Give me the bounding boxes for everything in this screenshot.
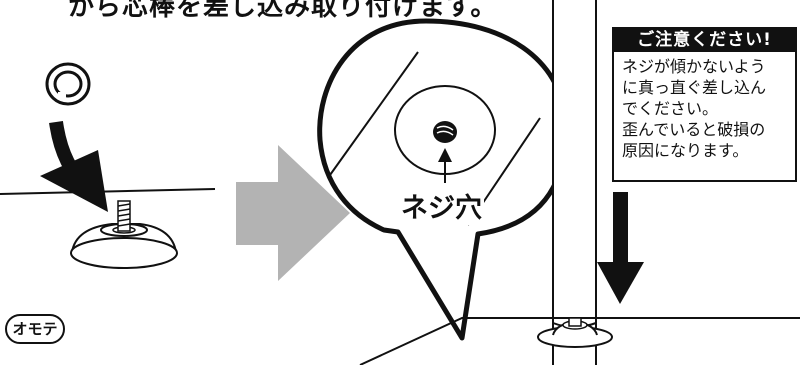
curved-arrow-icon (40, 120, 108, 212)
caution-line: に真っ直ぐ差し込ん (622, 78, 767, 97)
caution-line: 歪んでいると破損の (622, 120, 766, 139)
foot-cup-installed (537, 317, 613, 348)
magnified-callout (317, 18, 568, 341)
insert-down-arrow-icon (597, 192, 644, 304)
caution-line: 原因になります。 (622, 141, 749, 160)
caution-body: ネジが傾かないよう に真っ直ぐ差し込ん でください。 歪んでいると破損の 原因に… (614, 52, 795, 165)
foot-cup-with-screw (70, 200, 178, 269)
screw-hole-label: ネジ穴 (399, 186, 484, 225)
instruction-text: から芯棒を差し込み取り付けます。 (68, 0, 498, 22)
front-side-badge: オモテ (5, 314, 65, 344)
caution-box: ご注意ください! ネジが傾かないよう に真っ直ぐ差し込ん でください。 歪んでい… (612, 27, 797, 182)
caution-line: ネジが傾かないよう (622, 57, 766, 76)
board-edge-line (0, 188, 216, 195)
ring-part-icon (45, 62, 91, 106)
rod-part (552, 0, 597, 365)
caution-line: でください。 (622, 99, 719, 118)
caution-title: ご注意ください! (614, 29, 795, 52)
board-surface (359, 317, 800, 366)
next-step-arrow-icon (236, 145, 350, 281)
